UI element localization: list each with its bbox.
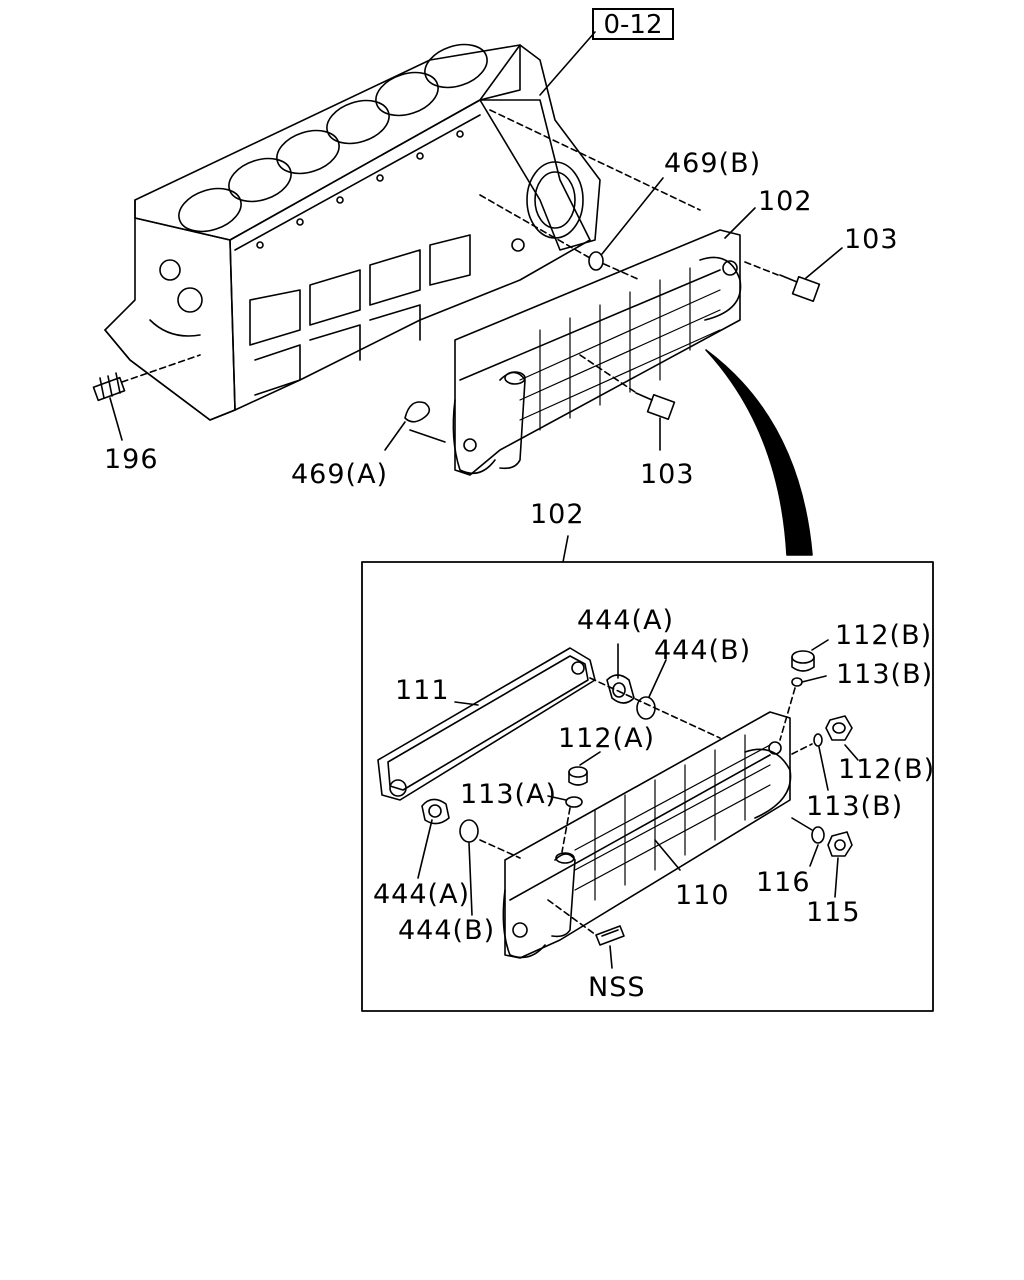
oil-cooler-element-110 xyxy=(503,712,790,958)
label-112a: 112(A) xyxy=(558,723,656,754)
label-113a: 113(A) xyxy=(460,779,558,810)
gasket-444a-top xyxy=(607,675,634,703)
plug-112b-right xyxy=(826,716,852,740)
plug-112a xyxy=(569,767,587,785)
label-444b-bottom: 444(B) xyxy=(398,915,496,946)
bolt-103-right xyxy=(780,275,819,301)
label-111: 111 xyxy=(395,675,450,706)
label-102-top: 102 xyxy=(758,186,813,217)
bolt-103-bottom xyxy=(636,393,674,419)
label-113b-right: 113(B) xyxy=(806,791,904,822)
plug-196 xyxy=(93,373,124,400)
label-112b-top: 112(B) xyxy=(835,620,933,651)
washer-116 xyxy=(812,827,824,843)
label-444a-bottom: 444(A) xyxy=(373,879,471,910)
label-444b-top: 444(B) xyxy=(654,635,752,666)
label-102-detail: 102 xyxy=(530,499,585,530)
label-469b-top: 469(B) xyxy=(664,148,762,179)
oring-113b-right xyxy=(814,734,822,746)
reference-box-label: 0-12 xyxy=(603,10,663,40)
gasket-444a-bottom xyxy=(422,799,449,823)
label-444a-top: 444(A) xyxy=(577,605,675,636)
plate-nss xyxy=(596,926,624,945)
label-469a: 469(A) xyxy=(291,459,389,490)
oring-113a xyxy=(566,797,582,807)
label-nss: NSS xyxy=(588,972,646,1003)
label-103-right: 103 xyxy=(844,224,899,255)
reference-box: 0-12 xyxy=(592,8,674,40)
label-112b-right: 112(B) xyxy=(838,754,936,785)
oring-113b-top xyxy=(792,678,802,686)
engine-block xyxy=(93,37,600,440)
label-116: 116 xyxy=(756,867,811,898)
detail-arrow xyxy=(706,350,812,555)
oring-444b-bottom xyxy=(460,820,478,842)
label-115: 115 xyxy=(806,897,861,928)
label-103-bottom: 103 xyxy=(640,459,695,490)
gasket-469a xyxy=(405,402,429,422)
nut-115 xyxy=(828,832,852,856)
label-196: 196 xyxy=(104,444,159,475)
label-113b-top: 113(B) xyxy=(836,659,934,690)
oil-cooler-assembly xyxy=(453,230,740,475)
gasket-469b xyxy=(589,252,603,270)
detail-box xyxy=(362,562,933,1011)
label-110: 110 xyxy=(675,880,730,911)
plug-112b-top xyxy=(792,651,814,671)
